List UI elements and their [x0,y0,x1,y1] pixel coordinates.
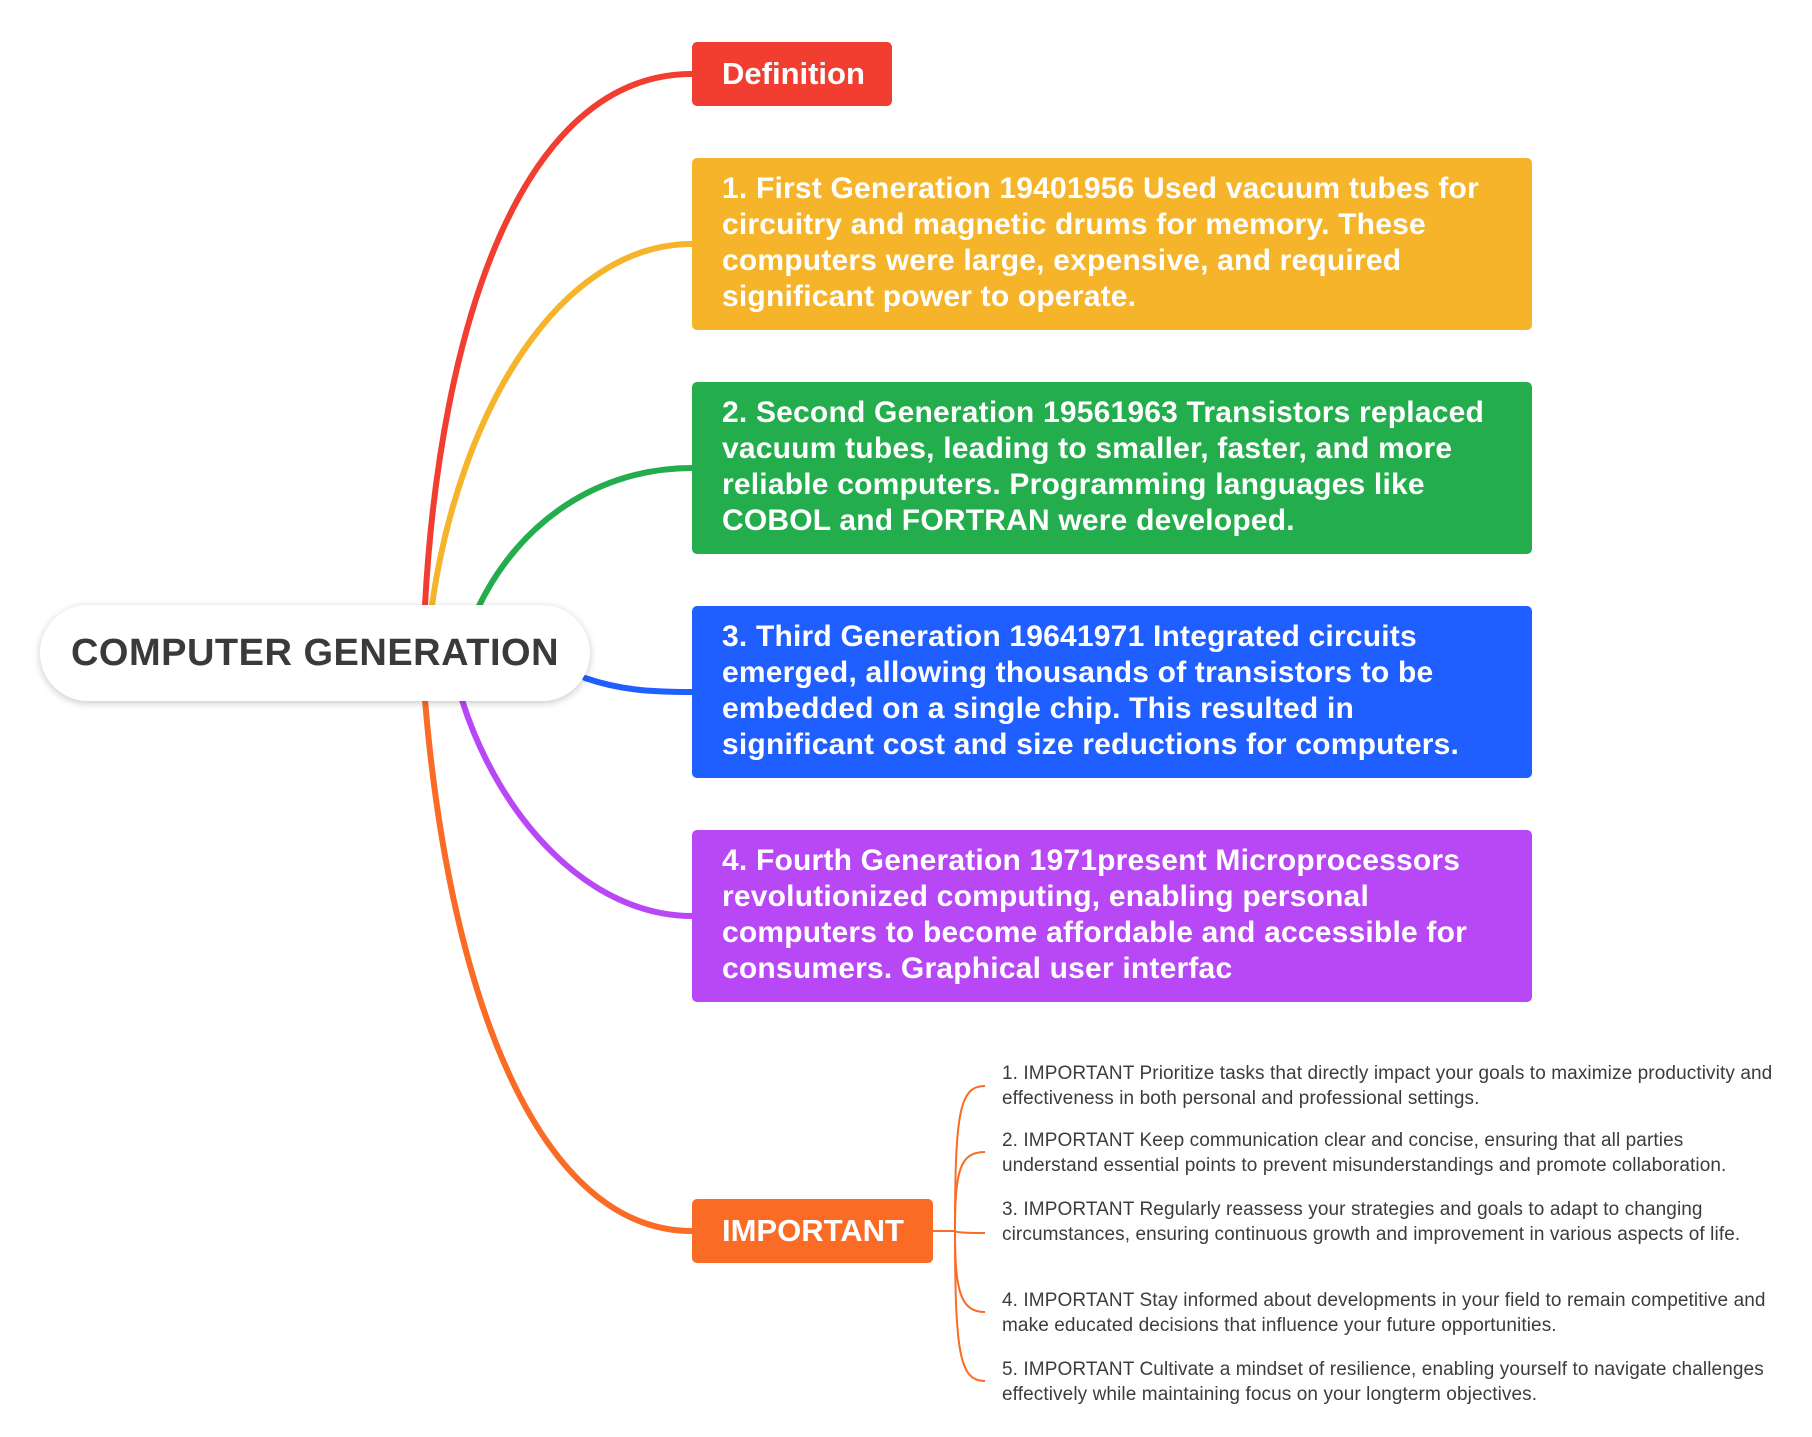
connector-first-generation [429,241,695,608]
topic-second-generation[interactable]: 2. Second Generation 19561963 Transistor… [692,382,1532,554]
topic-important[interactable]: IMPORTANT [692,1199,933,1263]
topic-third-generation[interactable]: 3. Third Generation 19641971 Integrated … [692,606,1532,778]
connector-second-generation [475,465,695,611]
important-subtopic-5[interactable]: 5. IMPORTANT Cultivate a mindset of resi… [1002,1359,1764,1405]
connector-third-generation [582,675,695,695]
topic-definition[interactable]: Definition [692,42,892,106]
topic-first-generation[interactable]: 1. First Generation 19401956 Used vacuum… [692,158,1532,330]
important-sub-connectors [933,1085,986,1382]
important-subtopic-1[interactable]: 1. IMPORTANT Prioritize tasks that direc… [1002,1063,1773,1109]
connector-definition [422,71,695,608]
important-subtopic-3[interactable]: 3. IMPORTANT Regularly reassess your str… [1002,1199,1741,1245]
important-subtopic-2[interactable]: 2. IMPORTANT Keep communication clear an… [1002,1130,1727,1176]
connector-important [422,697,695,1234]
important-subtopic-4[interactable]: 4. IMPORTANT Stay informed about develop… [1002,1290,1766,1336]
topic-fourth-generation[interactable]: 4. Fourth Generation 1971present Micropr… [692,830,1532,1002]
connector-fourth-generation [459,697,695,919]
central-topic[interactable]: COMPUTER GENERATION [40,605,590,701]
